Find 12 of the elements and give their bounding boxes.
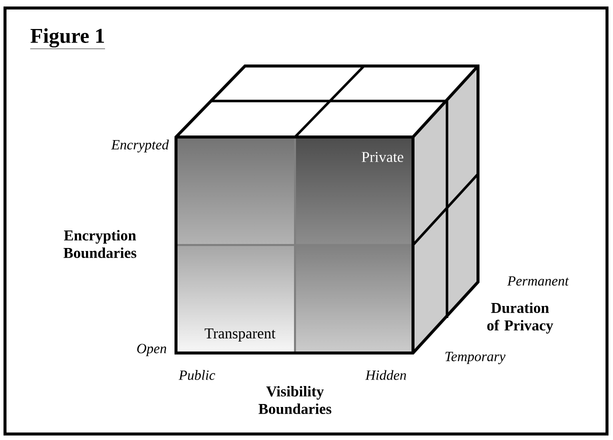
figure-title: Figure 1 xyxy=(30,28,106,50)
cell-label: Transparent xyxy=(204,328,276,342)
axis-value: Open xyxy=(137,344,166,356)
axis-title: Duration of Privacy xyxy=(487,302,554,334)
axis-value: Temporary xyxy=(445,352,506,364)
axis-value: Permanent xyxy=(507,276,569,286)
cell-label: Private xyxy=(362,152,404,162)
axis-value: Hidden xyxy=(365,370,406,380)
axis-value: Encrypted xyxy=(111,140,169,152)
axis-title: Encryption Boundaries xyxy=(64,230,136,258)
axis-value: Public xyxy=(178,370,216,380)
axis-title: Visibility Boundaries xyxy=(258,386,332,414)
